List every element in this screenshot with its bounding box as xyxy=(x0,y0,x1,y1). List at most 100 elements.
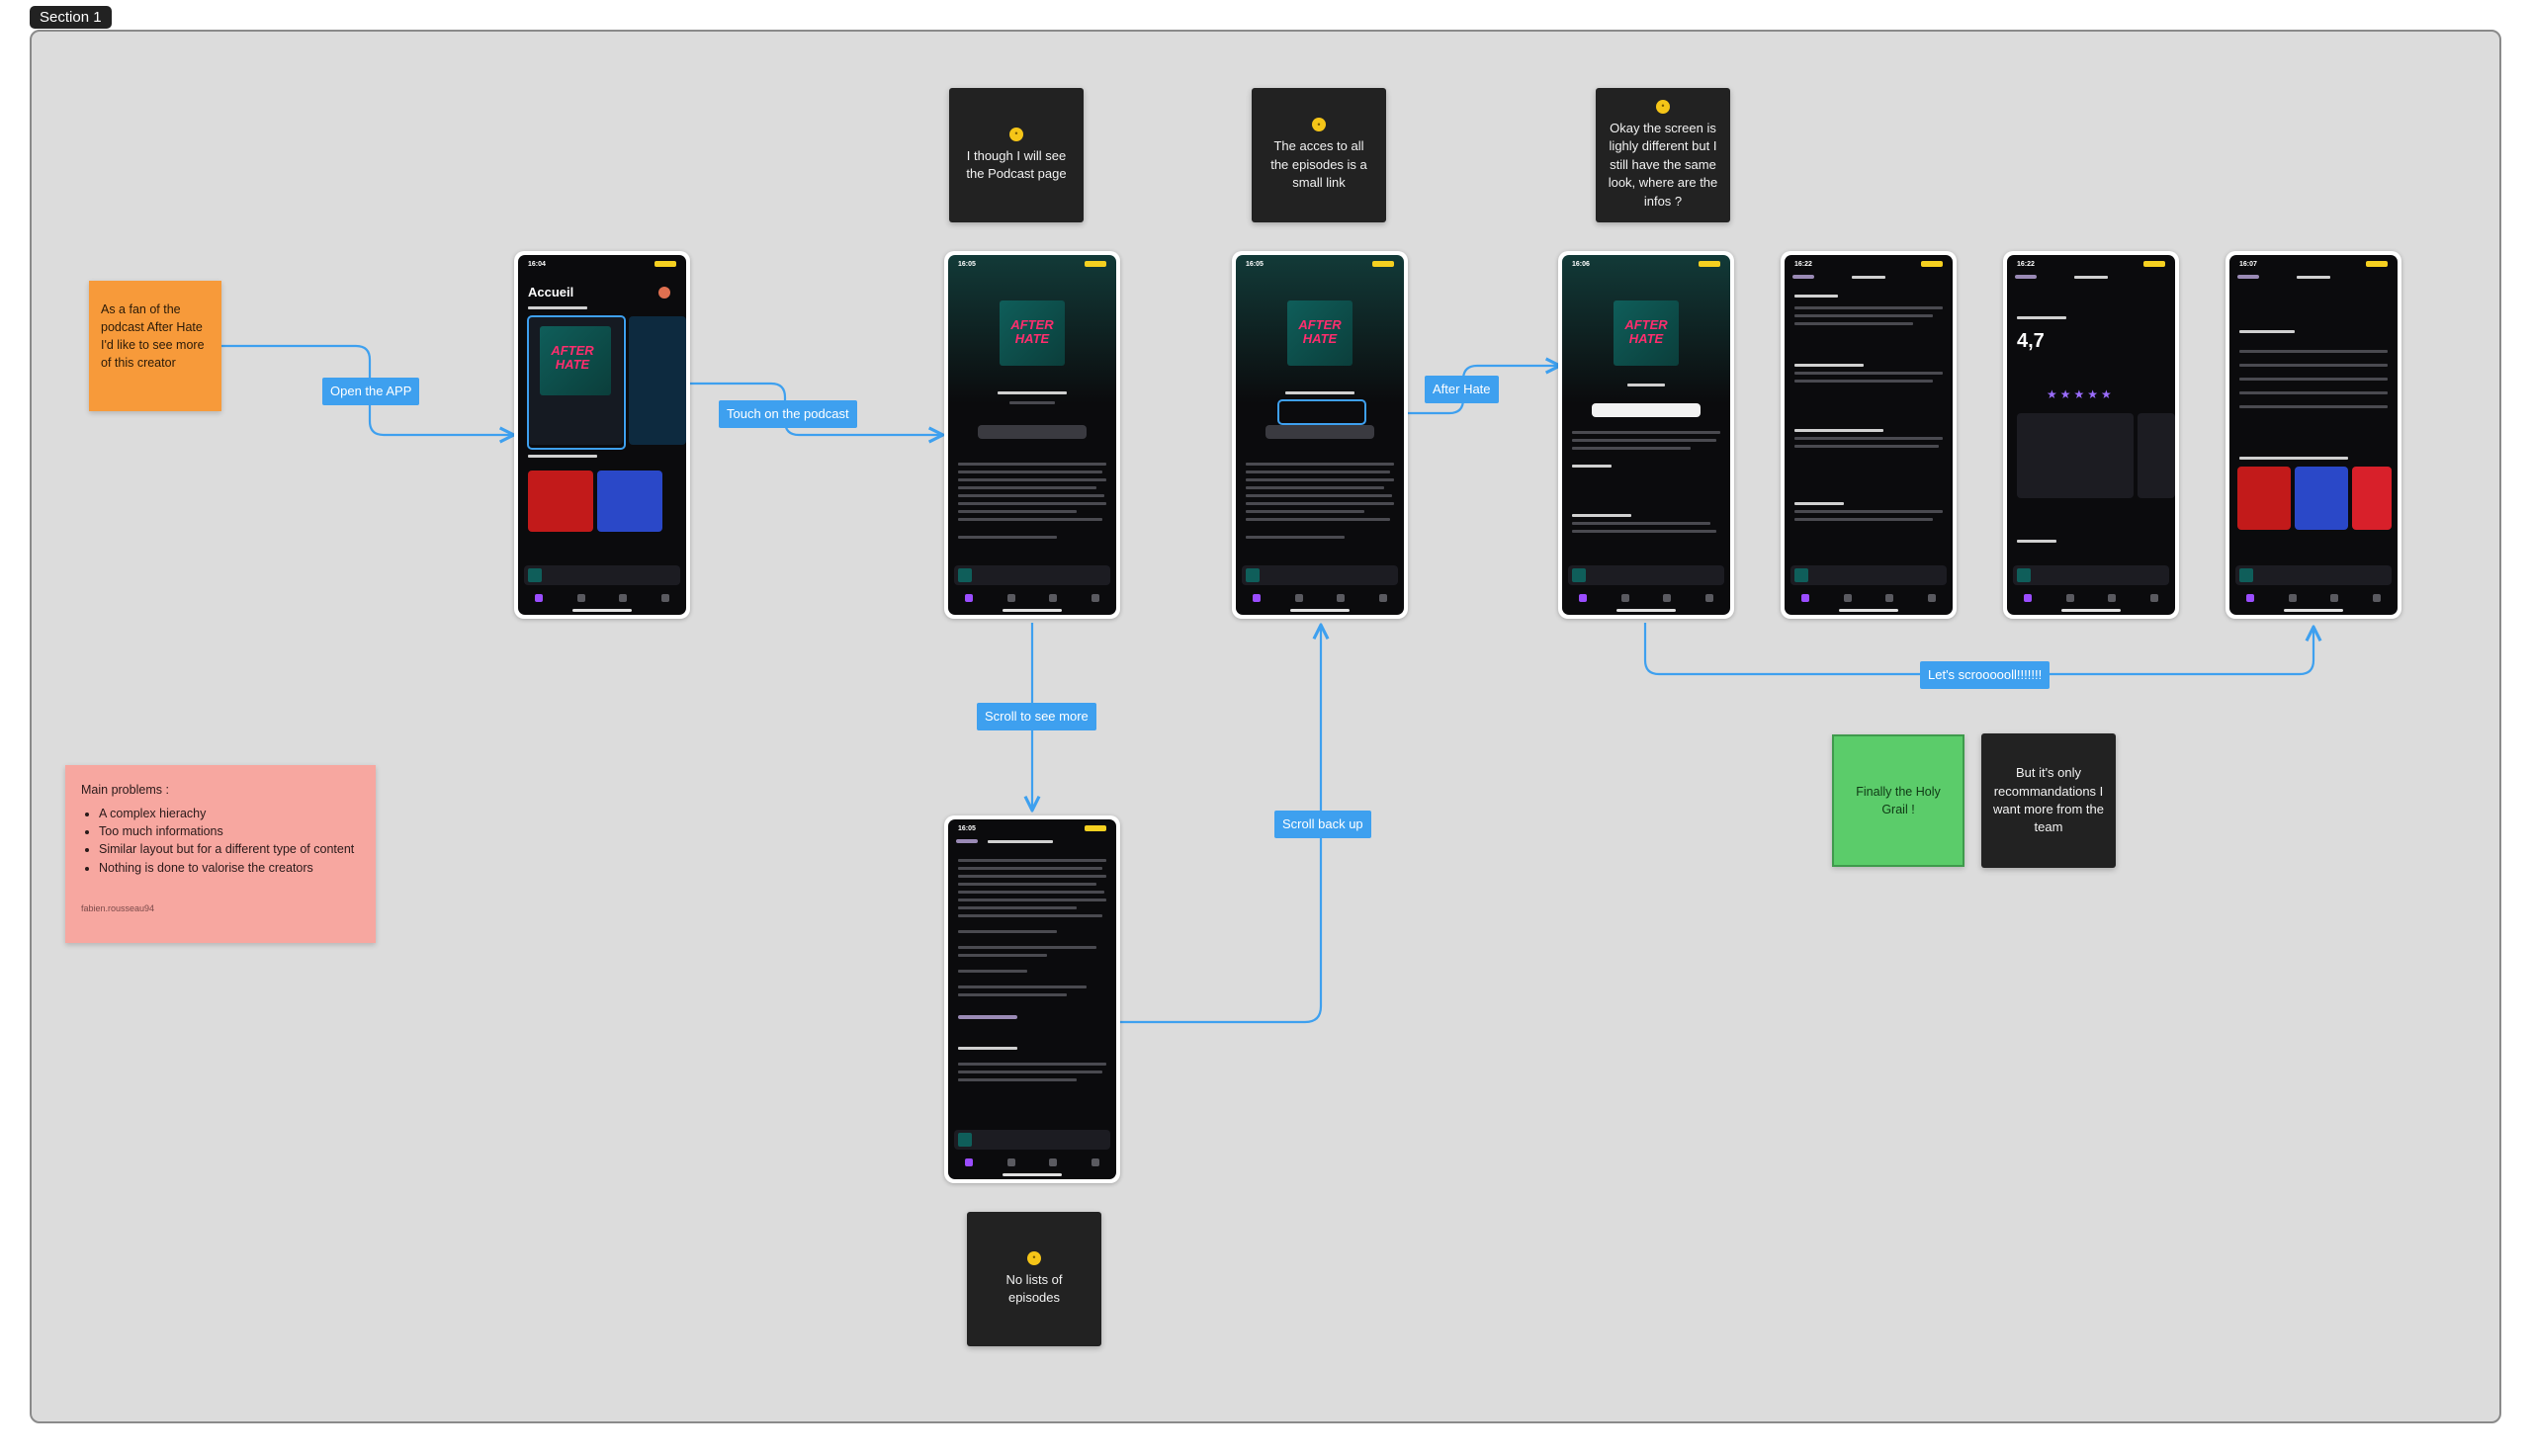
label-scroll-back[interactable]: Scroll back up xyxy=(1274,811,1371,838)
recommendation-card[interactable] xyxy=(2295,467,2348,530)
sad-emoji-icon: • xyxy=(1312,118,1326,132)
play-button[interactable] xyxy=(978,425,1087,439)
problem-item: A complex hierachy xyxy=(99,805,360,822)
play-button[interactable] xyxy=(1266,425,1374,439)
mini-player[interactable] xyxy=(1568,565,1724,585)
sticky-fan-goal[interactable]: As a fan of the podcast After Hate I'd l… xyxy=(89,281,221,411)
status-time: 16:22 xyxy=(2017,261,2035,268)
recommendation-card[interactable] xyxy=(2237,467,2291,530)
tab-bar[interactable] xyxy=(1236,589,1404,607)
mini-player[interactable] xyxy=(2235,565,2392,585)
latest-episode-button[interactable] xyxy=(1592,403,1701,417)
battery-icon xyxy=(1921,261,1943,267)
tab-bar[interactable] xyxy=(2229,589,2398,607)
home-indicator xyxy=(1290,609,1350,612)
note-text: The acces to all the episodes is a small… xyxy=(1270,138,1367,191)
note-no-lists[interactable]: • No lists of episodes xyxy=(967,1212,1101,1346)
cover-logo: AFTER HATE xyxy=(551,343,594,372)
podcast-cover: AFTER HATE xyxy=(1000,300,1065,366)
note-text: No lists of episodes xyxy=(1005,1271,1063,1305)
highlight-box xyxy=(527,315,626,450)
tab-bar[interactable] xyxy=(2007,589,2175,607)
podcast-cover: AFTER HATE xyxy=(540,326,611,395)
queue-card[interactable] xyxy=(629,316,686,445)
note-same-look[interactable]: • Okay the screen is lighly different bu… xyxy=(1596,88,1730,222)
phone-screen: 16:04 Accueil AFTER HATE xyxy=(518,255,686,615)
home-indicator xyxy=(1839,609,1898,612)
section-frame xyxy=(30,30,2501,1423)
status-time: 16:06 xyxy=(1572,261,1590,268)
status-time: 16:05 xyxy=(1246,261,1264,268)
label-lets-scroll[interactable]: Let's scroooooll!!!!!!! xyxy=(1920,661,2051,689)
problems-list: A complex hierachy Too much informations… xyxy=(81,805,360,877)
mini-player[interactable] xyxy=(954,565,1110,585)
section-tag[interactable]: Section 1 xyxy=(30,6,112,29)
battery-icon xyxy=(1699,261,1720,267)
holy-grail-text: Finally the Holy Grail ! xyxy=(1856,784,1941,816)
note-text: Okay the screen is lighly different but … xyxy=(1608,120,1718,209)
tab-bar[interactable] xyxy=(948,589,1116,607)
mini-player[interactable] xyxy=(2013,565,2169,585)
recommendation-card[interactable] xyxy=(2352,467,2392,530)
tab-bar[interactable] xyxy=(948,1154,1116,1171)
status-time: 16:04 xyxy=(528,261,546,268)
problem-item: Too much informations xyxy=(99,822,360,840)
screen-episode-link[interactable]: 16:05 AFTER HATE xyxy=(1232,251,1408,619)
note-recommandations[interactable]: But it's only recommandations I want mor… xyxy=(1981,733,2116,868)
screen-episodes-list[interactable]: 16:22 xyxy=(1781,251,1957,619)
review-card[interactable] xyxy=(2017,413,2134,498)
screen-episode-scrolled[interactable]: 16:05 xyxy=(944,815,1120,1183)
mini-player[interactable] xyxy=(954,1130,1110,1150)
label-touch-podcast[interactable]: Touch on the podcast xyxy=(719,400,857,428)
tab-bar[interactable] xyxy=(1562,589,1730,607)
battery-icon xyxy=(2143,261,2165,267)
mini-player[interactable] xyxy=(1242,565,1398,585)
rating-value: 4,7 xyxy=(2017,330,2045,352)
battery-icon xyxy=(655,261,676,267)
recommendation-card[interactable] xyxy=(528,471,593,532)
status-time: 16:22 xyxy=(1794,261,1812,268)
tab-bar[interactable] xyxy=(518,589,686,607)
sad-emoji-icon: • xyxy=(1009,127,1023,141)
battery-icon xyxy=(2366,261,2388,267)
phone-screen: 16:07 xyxy=(2229,255,2398,615)
note-small-link[interactable]: • The acces to all the episodes is a sma… xyxy=(1252,88,1386,222)
screen-podcast[interactable]: 16:06 AFTER HATE xyxy=(1558,251,1734,619)
status-time: 16:05 xyxy=(958,825,976,832)
review-card[interactable] xyxy=(2138,413,2175,498)
screen-home[interactable]: 16:04 Accueil AFTER HATE xyxy=(514,251,690,619)
screen-ratings[interactable]: 16:22 4,7 ★★★★★ xyxy=(2003,251,2179,619)
phone-screen: 16:05 xyxy=(948,819,1116,1179)
note-podcast-page[interactable]: • I though I will see the Podcast page xyxy=(949,88,1084,222)
cover-logo: AFTER HATE xyxy=(1298,317,1342,346)
phone-screen: 16:05 AFTER HATE xyxy=(948,255,1116,615)
screen-episode[interactable]: 16:05 AFTER HATE xyxy=(944,251,1120,619)
mini-player[interactable] xyxy=(524,565,680,585)
podcast-link-highlight[interactable] xyxy=(1277,399,1366,425)
battery-icon xyxy=(1085,261,1106,267)
phone-screen: 16:22 4,7 ★★★★★ xyxy=(2007,255,2175,615)
battery-icon xyxy=(1372,261,1394,267)
sticky-holy-grail[interactable]: Finally the Holy Grail ! xyxy=(1832,734,1964,867)
home-indicator xyxy=(2061,609,2121,612)
star-rating-icon[interactable]: ★★★★★ xyxy=(2047,387,2115,401)
home-indicator xyxy=(1003,609,1062,612)
note-text: But it's only recommandations I want mor… xyxy=(1993,765,2104,835)
podcast-cover: AFTER HATE xyxy=(1614,300,1679,366)
queue-card[interactable]: AFTER HATE xyxy=(528,316,623,445)
battery-icon xyxy=(1085,825,1106,831)
problem-item: Nothing is done to valorise the creators xyxy=(99,859,360,877)
label-scroll-more[interactable]: Scroll to see more xyxy=(977,703,1096,730)
cover-logo: AFTER HATE xyxy=(1624,317,1668,346)
home-indicator xyxy=(572,609,632,612)
mini-player[interactable] xyxy=(1790,565,1947,585)
status-time: 16:05 xyxy=(958,261,976,268)
label-open-app[interactable]: Open the APP xyxy=(322,378,420,405)
label-after-hate[interactable]: After Hate xyxy=(1425,376,1499,403)
tab-bar[interactable] xyxy=(1785,589,1953,607)
sticky-main-problems[interactable]: Main problems : A complex hierachy Too m… xyxy=(65,765,376,943)
podcast-cover: AFTER HATE xyxy=(1287,300,1353,366)
screen-info[interactable]: 16:07 xyxy=(2226,251,2401,619)
phone-screen: 16:06 AFTER HATE xyxy=(1562,255,1730,615)
recommendation-card[interactable] xyxy=(597,471,662,532)
